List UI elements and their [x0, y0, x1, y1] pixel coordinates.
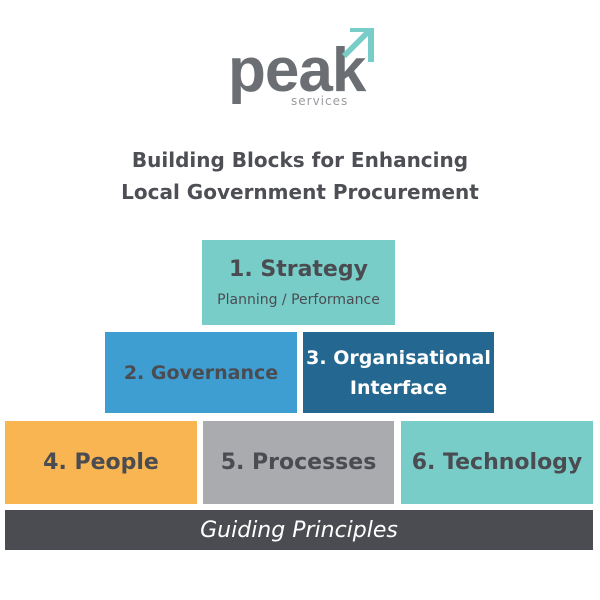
diagram-title-line-2: Local Government Procurement: [121, 180, 479, 204]
block-processes: 5. Processes: [203, 421, 394, 504]
logo-wordmark: peak: [228, 36, 366, 105]
block-organisational-label-line-1: 3. Organisational: [306, 346, 491, 369]
diagram-title-line-1: Building Blocks for Enhancing: [131, 148, 469, 172]
block-strategy: 1. Strategy Planning / Performance: [202, 240, 395, 325]
block-technology-label: 6. Technology: [411, 450, 583, 475]
block-governance: 2. Governance: [105, 332, 297, 413]
block-strategy-label: 1. Strategy: [229, 256, 368, 282]
block-strategy-sublabel: Planning / Performance: [217, 291, 380, 308]
block-guiding-label: Guiding Principles: [200, 517, 398, 543]
block-people-label: 4. People: [43, 450, 159, 475]
block-organisational-interface: 3. Organisational Interface: [303, 332, 494, 413]
block-technology: 6. Technology: [401, 421, 593, 504]
block-guiding-principles: Guiding Principles: [5, 510, 593, 550]
block-organisational-label-line-2: Interface: [349, 376, 448, 399]
block-processes-label: 5. Processes: [220, 450, 377, 475]
block-governance-label: 2. Governance: [123, 361, 279, 384]
logo-subtext: services: [291, 94, 349, 108]
peak-triangle-icon: [342, 28, 374, 62]
block-people: 4. People: [5, 421, 197, 504]
